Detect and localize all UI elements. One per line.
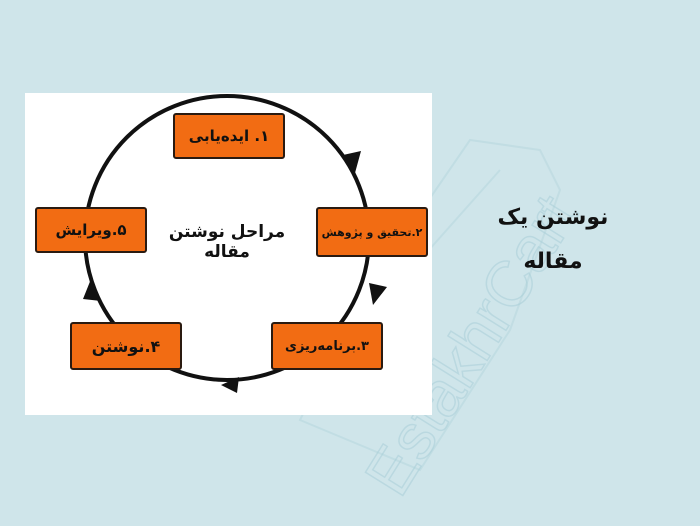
page-title-line2: مقاله <box>523 249 583 274</box>
step-ideation-label: ۱. ایده‌یابی <box>188 127 270 145</box>
step-research-label: ۲.تحقیق و پژوهش <box>321 225 423 239</box>
step-editing: ۵.ویرایش <box>35 207 147 253</box>
step-writing-label: ۴.نوشتن <box>91 336 161 356</box>
diagram-center-title: مراحل نوشتن مقاله <box>168 222 286 262</box>
arrow-icon <box>83 279 101 301</box>
step-writing: ۴.نوشتن <box>70 322 182 370</box>
step-ideation: ۱. ایده‌یابی <box>173 113 285 159</box>
page-title: نوشتن یک مقاله <box>478 196 628 284</box>
arrow-icon <box>221 377 239 393</box>
step-planning: ۳.برنامه‌ریزی <box>271 322 383 370</box>
step-planning-label: ۳.برنامه‌ریزی <box>285 338 369 354</box>
step-research: ۲.تحقیق و پژوهش <box>316 207 428 257</box>
step-editing-label: ۵.ویرایش <box>55 221 127 239</box>
arrow-icon <box>369 283 387 305</box>
diagram-card: ۱. ایده‌یابی ۲.تحقیق و پژوهش ۳.برنامه‌ری… <box>25 93 432 415</box>
page-title-line1: نوشتن یک <box>497 205 609 230</box>
arrow-icon <box>343 151 361 173</box>
